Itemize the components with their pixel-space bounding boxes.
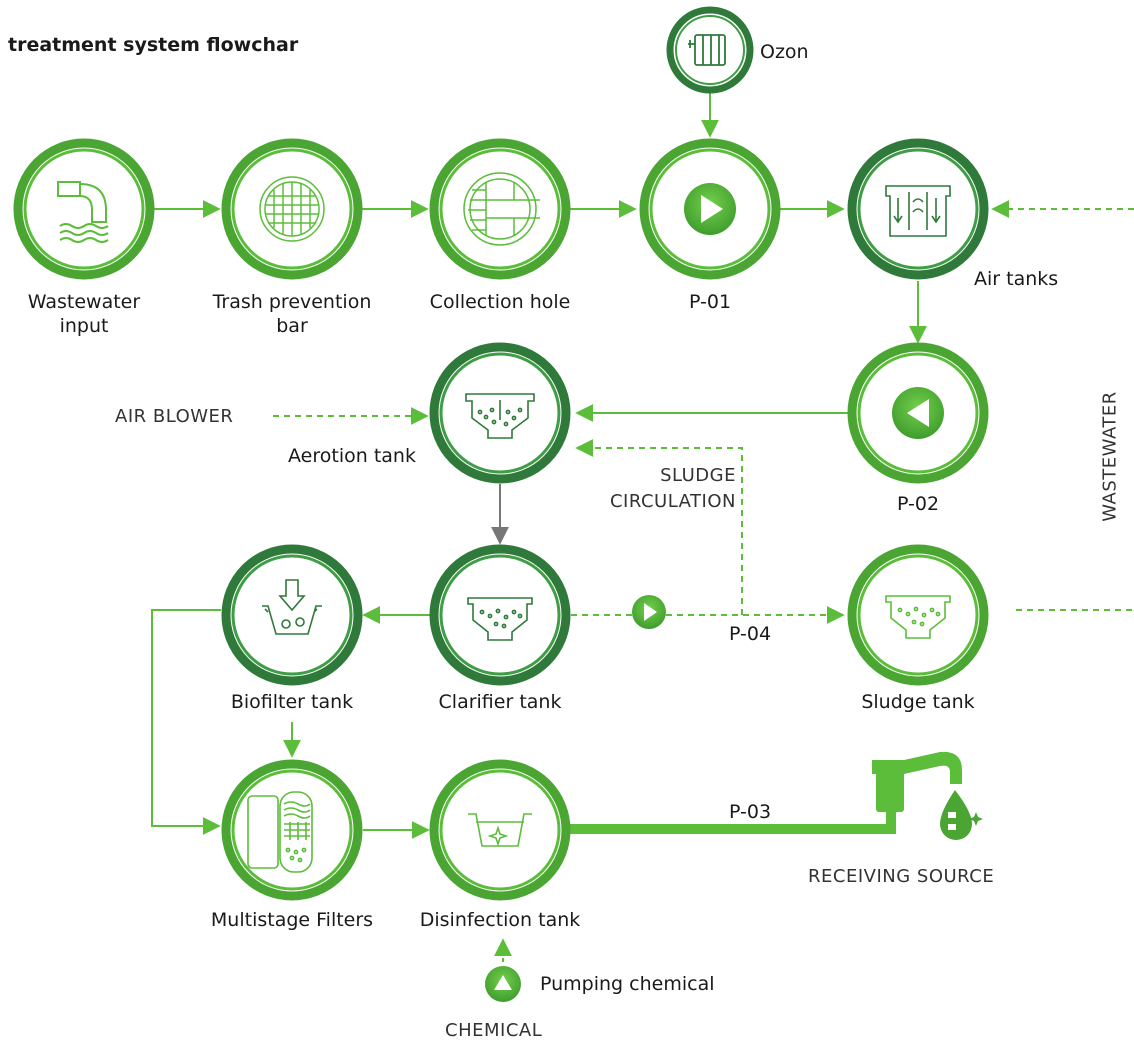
label-p01: P-01 [688, 291, 732, 313]
connectors [151, 93, 1134, 962]
node-biofilter-tank [221, 544, 363, 686]
grate-icon [259, 176, 325, 242]
label-aeration-tank: Aerotion tank [288, 445, 416, 467]
node-aeration-tank [429, 342, 571, 484]
caption-p03: P-03 [728, 801, 772, 823]
label-clarifier-tank: Clarifier tank [438, 691, 562, 713]
line-disinfection-to-receiving [570, 810, 896, 834]
node-p01 [639, 138, 781, 280]
node-clarifier-tank [429, 544, 571, 686]
caption-chemical: CHEMICAL [445, 1020, 543, 1041]
node-disinfection-tank [429, 759, 571, 901]
caption-receiving-source: RECEIVING SOURCE [808, 866, 995, 887]
caption-wastewater: WASTEWATER [1099, 391, 1121, 522]
pump-left-icon [892, 387, 944, 439]
ozone-generator-icon [688, 34, 726, 66]
pipe-outflow-icon [57, 181, 109, 243]
label-collection-hole: Collection hole [429, 291, 571, 313]
label-ozon: Ozon [760, 41, 809, 63]
disinfection-tank-icon [468, 813, 532, 847]
label-air-tanks: Air tanks [974, 268, 1059, 290]
node-wastewater-input [13, 138, 155, 280]
label-wastewater-input: Wastewater input [27, 291, 141, 337]
label-sludge-tank: Sludge tank [861, 691, 975, 713]
label-multistage-filters: Multistage Filters [210, 909, 374, 931]
label-disinfection-tank: Disinfection tank [419, 909, 581, 931]
page-title: treatment system flowchar [8, 34, 299, 56]
caption-sludge-circulation: SLUDGE CIRCULATION [609, 465, 736, 512]
pump-right-icon [684, 183, 736, 235]
node-sludge-tank [847, 544, 989, 686]
node-air-tanks [847, 138, 989, 280]
node-trash-bar [221, 138, 363, 280]
manhole-icon [463, 172, 540, 246]
arrow-biofilter-bypass [151, 609, 221, 835]
label-trash-bar: Trash prevention bar [212, 291, 372, 337]
label-biofilter-tank: Biofilter tank [230, 691, 354, 713]
faucet-icon [872, 751, 983, 840]
node-ozon [666, 6, 754, 94]
node-multistage-filters [221, 759, 363, 901]
node-collection-hole [429, 138, 571, 280]
arrow-sludge-circulation [575, 439, 743, 615]
pump-p04-icon [632, 595, 666, 629]
node-pumping-chemical [485, 966, 521, 1002]
node-receiving-source [872, 751, 983, 840]
caption-air-blower: AIR BLOWER [115, 406, 234, 427]
clarifier-tank-icon [467, 597, 533, 641]
label-pumping-chemical: Pumping chemical [540, 973, 715, 995]
node-p02 [847, 342, 989, 484]
aeration-tank-icon [465, 393, 535, 439]
sludge-tank-icon [885, 595, 951, 639]
caption-p04: P-04 [728, 623, 772, 645]
air-tank-icon [885, 185, 951, 237]
pump-up-icon [485, 966, 521, 1002]
biofilter-tank-icon [262, 579, 322, 635]
filter-column-icon [247, 791, 313, 873]
label-p02: P-02 [896, 493, 940, 515]
